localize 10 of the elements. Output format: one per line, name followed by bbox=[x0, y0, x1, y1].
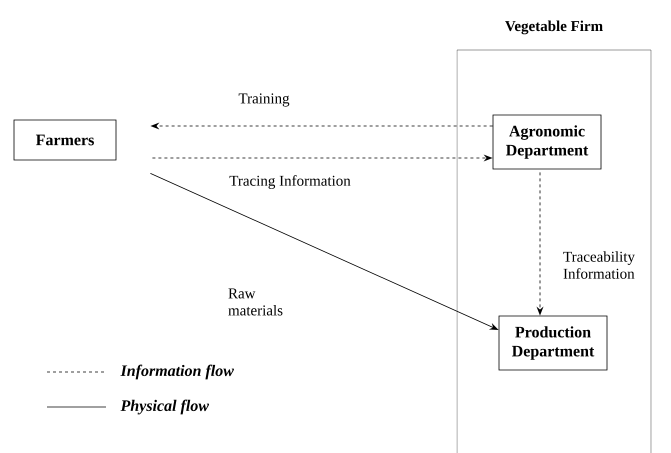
legend-label: Physical flow bbox=[120, 400, 210, 414]
edge-label: Traceability Information bbox=[562, 250, 635, 280]
department-box: Farmers bbox=[14, 120, 116, 160]
department-box: Production Department bbox=[498, 316, 608, 370]
edge-label: Training bbox=[237, 92, 291, 108]
legend-label: Information flow bbox=[120, 364, 234, 380]
node-label: Vegetable Firm bbox=[505, 20, 603, 34]
department-box: Agronomic Department bbox=[492, 114, 602, 170]
edge-label: Tracing Information bbox=[228, 174, 352, 190]
edge-label: Raw materials bbox=[227, 288, 289, 316]
